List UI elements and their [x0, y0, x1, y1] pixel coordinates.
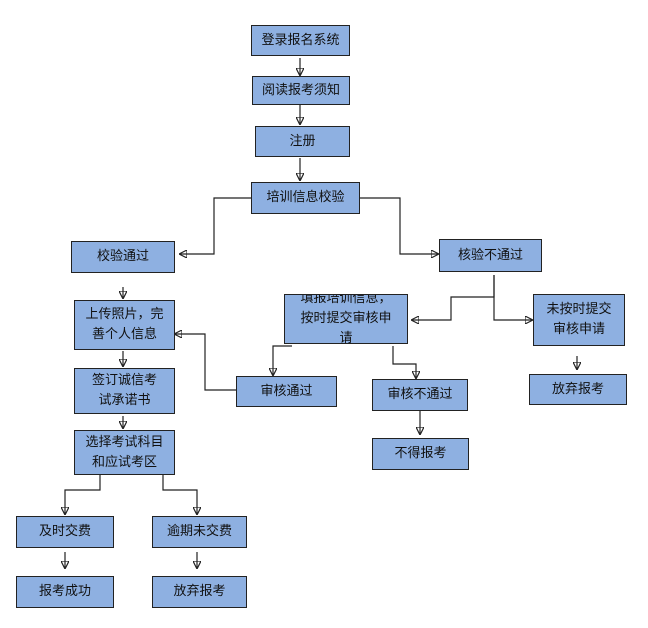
arrow-fill-to-review-fail [392, 346, 416, 378]
node-give-up-2: 放弃报考 [152, 576, 247, 608]
arrow-verify-to-pass [180, 197, 251, 254]
node-read-notice: 阅读报考须知 [252, 76, 350, 105]
node-fill-training: 填报培训信息，按时提交审核申请 [284, 294, 408, 344]
node-review-fail: 审核不通过 [372, 379, 468, 411]
node-overdue: 逾期未交费 [152, 516, 247, 548]
node-cannot-apply: 不得报考 [372, 438, 469, 470]
arrow-fail-to-fill [412, 275, 495, 320]
node-pay-fee: 及时交费 [16, 516, 114, 548]
arrow-fill-to-review-pass [273, 345, 292, 375]
node-register: 注册 [255, 126, 350, 157]
node-verify-fail: 核验不通过 [439, 239, 542, 272]
arrow-select-to-overdue [162, 475, 197, 514]
node-success: 报考成功 [16, 576, 114, 608]
node-give-up-1: 放弃报考 [529, 374, 627, 405]
node-upload-info: 上传照片，完善个人信息 [74, 300, 175, 350]
node-verify: 培训信息校验 [251, 182, 360, 214]
node-verify-pass: 校验通过 [71, 241, 175, 273]
node-review-pass: 审核通过 [236, 376, 337, 407]
node-sign-pledge: 签订诚信考试承诺书 [74, 368, 175, 414]
arrow-select-to-pay [65, 475, 101, 514]
node-late-submit: 未按时提交审核申请 [533, 294, 625, 346]
node-select-subject: 选择考试科目和应试考区 [74, 430, 175, 475]
arrow-fail-to-late [493, 275, 532, 320]
node-login: 登录报名系统 [251, 25, 350, 56]
arrow-verify-to-fail [360, 197, 438, 254]
arrow-review-pass-to-upload [175, 334, 238, 391]
